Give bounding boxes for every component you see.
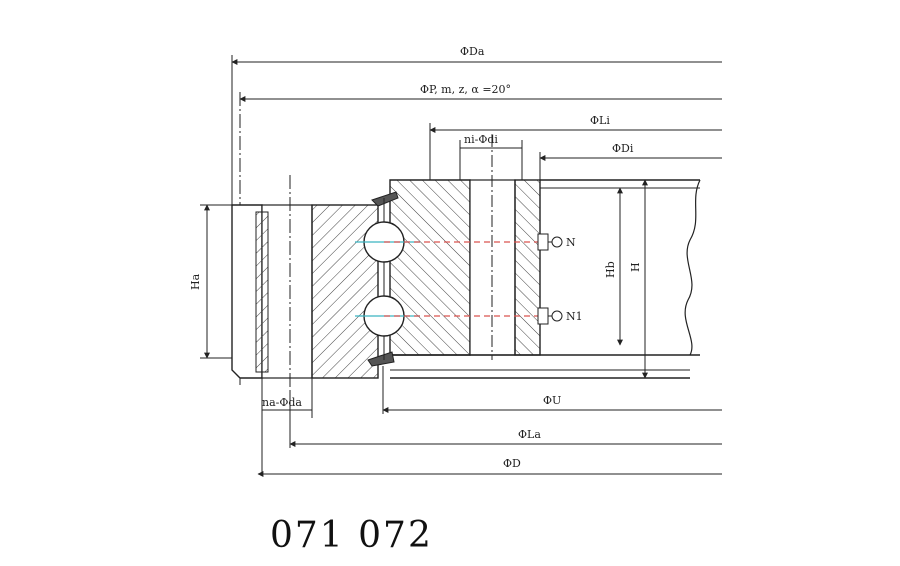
dim-h-label: H xyxy=(629,262,642,272)
label-n1: N1 xyxy=(566,310,583,323)
dim-hb: Hb xyxy=(604,187,623,346)
dim-di: ΦDi xyxy=(539,142,722,180)
dim-na-da-label: na-Φda xyxy=(262,396,302,409)
mounting-body xyxy=(390,179,701,379)
dim-hb-label: Hb xyxy=(604,261,617,278)
model-label: 071 072 xyxy=(270,515,433,556)
dim-d: ΦD xyxy=(257,457,722,477)
dim-ha-label: Ha xyxy=(189,273,202,290)
dim-u: ΦU xyxy=(382,366,722,414)
dim-di-label: ΦDi xyxy=(612,142,634,155)
lube-fitting-n: N xyxy=(537,233,576,251)
dim-li-label: ΦLi xyxy=(590,114,610,127)
dim-u-label: ΦU xyxy=(543,394,561,407)
label-n: N xyxy=(566,236,576,249)
dim-d-label: ΦD xyxy=(503,457,521,470)
dim-na-da: na-Φda xyxy=(261,378,313,475)
dim-da-label: ΦDa xyxy=(460,45,485,58)
dim-la-label: ΦLa xyxy=(518,428,541,441)
rolling-balls xyxy=(355,198,545,360)
dim-la: ΦLa xyxy=(289,390,722,448)
outer-ring xyxy=(231,175,379,390)
inner-ring xyxy=(389,175,541,360)
dim-p-label: ΦP, m, z, α =20° xyxy=(420,83,511,96)
dim-ha: Ha xyxy=(189,204,232,359)
lube-fitting-n1: N1 xyxy=(537,307,583,325)
dim-ni-di-label: ni-Φdi xyxy=(464,133,498,146)
seals xyxy=(367,191,399,367)
dim-ni-di: ni-Φdi xyxy=(459,133,523,180)
dim-da: ΦDa xyxy=(231,45,722,205)
dim-li: ΦLi xyxy=(429,114,722,180)
dim-h: H xyxy=(629,179,648,379)
